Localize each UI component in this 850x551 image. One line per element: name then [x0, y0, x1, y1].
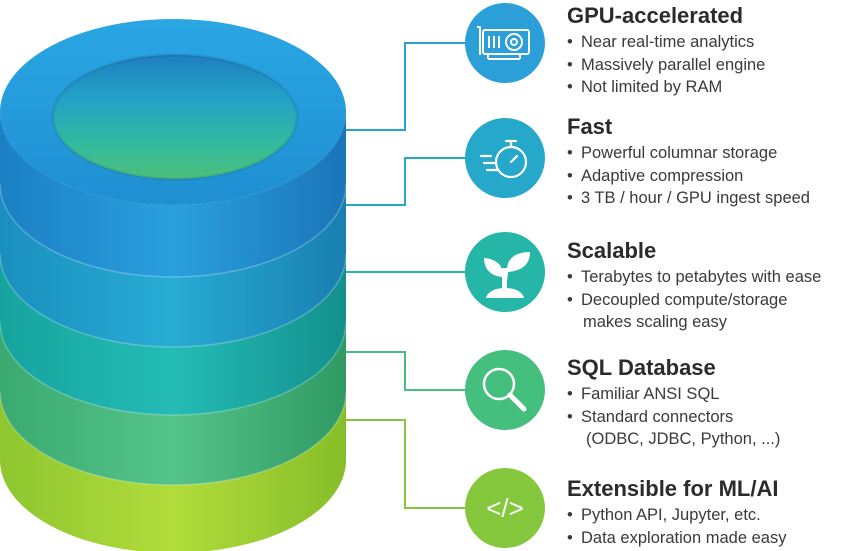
ring-layer-extensible — [0, 388, 346, 551]
feature-bullet: •Familiar ANSI SQL — [567, 385, 720, 403]
feature-bullet: •Powerful columnar storage — [567, 144, 778, 162]
feature-title: GPU-accelerated — [567, 3, 744, 28]
feature-bullet: •Terabytes to petabytes with ease — [567, 268, 822, 286]
connector-extensible — [345, 419, 465, 509]
connector-fast — [345, 157, 465, 206]
ring-layer-sql — [0, 318, 346, 485]
feature-bullet: •Data exploration made easy — [567, 528, 787, 547]
connector-lines — [345, 42, 465, 509]
ring-layer-gpu — [0, 112, 346, 277]
code-icon-text: </> — [486, 493, 524, 523]
feature-title: SQL Database — [567, 355, 716, 380]
feature-gpu: GPU-accelerated •Near real-time analytic… — [567, 3, 850, 99]
feature-bullet: •Adaptive compression — [567, 166, 744, 185]
feature-title: Scalable — [567, 238, 657, 263]
ring-stack — [0, 19, 347, 551]
feature-title: Fast — [567, 114, 613, 139]
feature-extensible: Extensible for ML/AI •Python API, Jupyte… — [567, 476, 850, 549]
sprout-icon — [465, 232, 545, 312]
feature-bullet-continuation: makes scaling easy — [583, 313, 727, 331]
ring-layer-fast — [0, 180, 346, 347]
feature-bullet: •Decoupled compute/storage — [567, 290, 788, 309]
feature-scalable: Scalable •Terabytes to petabytes with ea… — [567, 238, 850, 334]
code-brackets-icon: </> — [465, 468, 545, 548]
stopwatch-icon — [465, 118, 545, 198]
ring-inner-hole — [53, 55, 297, 179]
feature-bullet-continuation: (ODBC, JDBC, Python, ...) — [586, 430, 781, 448]
ring-layer-scalable — [0, 250, 346, 415]
feature-bullet: •Not limited by RAM — [567, 78, 723, 96]
feature-bullet: •3 TB / hour / GPU ingest speed — [567, 189, 810, 207]
feature-bullet: •Massively parallel engine — [567, 55, 766, 74]
connector-sql — [345, 351, 465, 391]
feature-bullet: •Near real-time analytics — [567, 33, 755, 51]
feature-sql: SQL Database •Familiar ANSI SQL •Standar… — [567, 355, 850, 451]
magnifier-icon — [465, 350, 545, 430]
feature-bullet: •Python API, Jupyter, etc. — [567, 506, 761, 524]
connector-gpu — [345, 42, 465, 131]
feature-title: Extensible for ML/AI — [567, 476, 779, 501]
feature-fast: Fast •Powerful columnar storage •Adaptiv… — [567, 114, 850, 210]
feature-bullet: •Standard connectors — [567, 407, 734, 426]
gpu-card-icon — [465, 3, 545, 83]
feature-icons: </> — [465, 3, 545, 548]
